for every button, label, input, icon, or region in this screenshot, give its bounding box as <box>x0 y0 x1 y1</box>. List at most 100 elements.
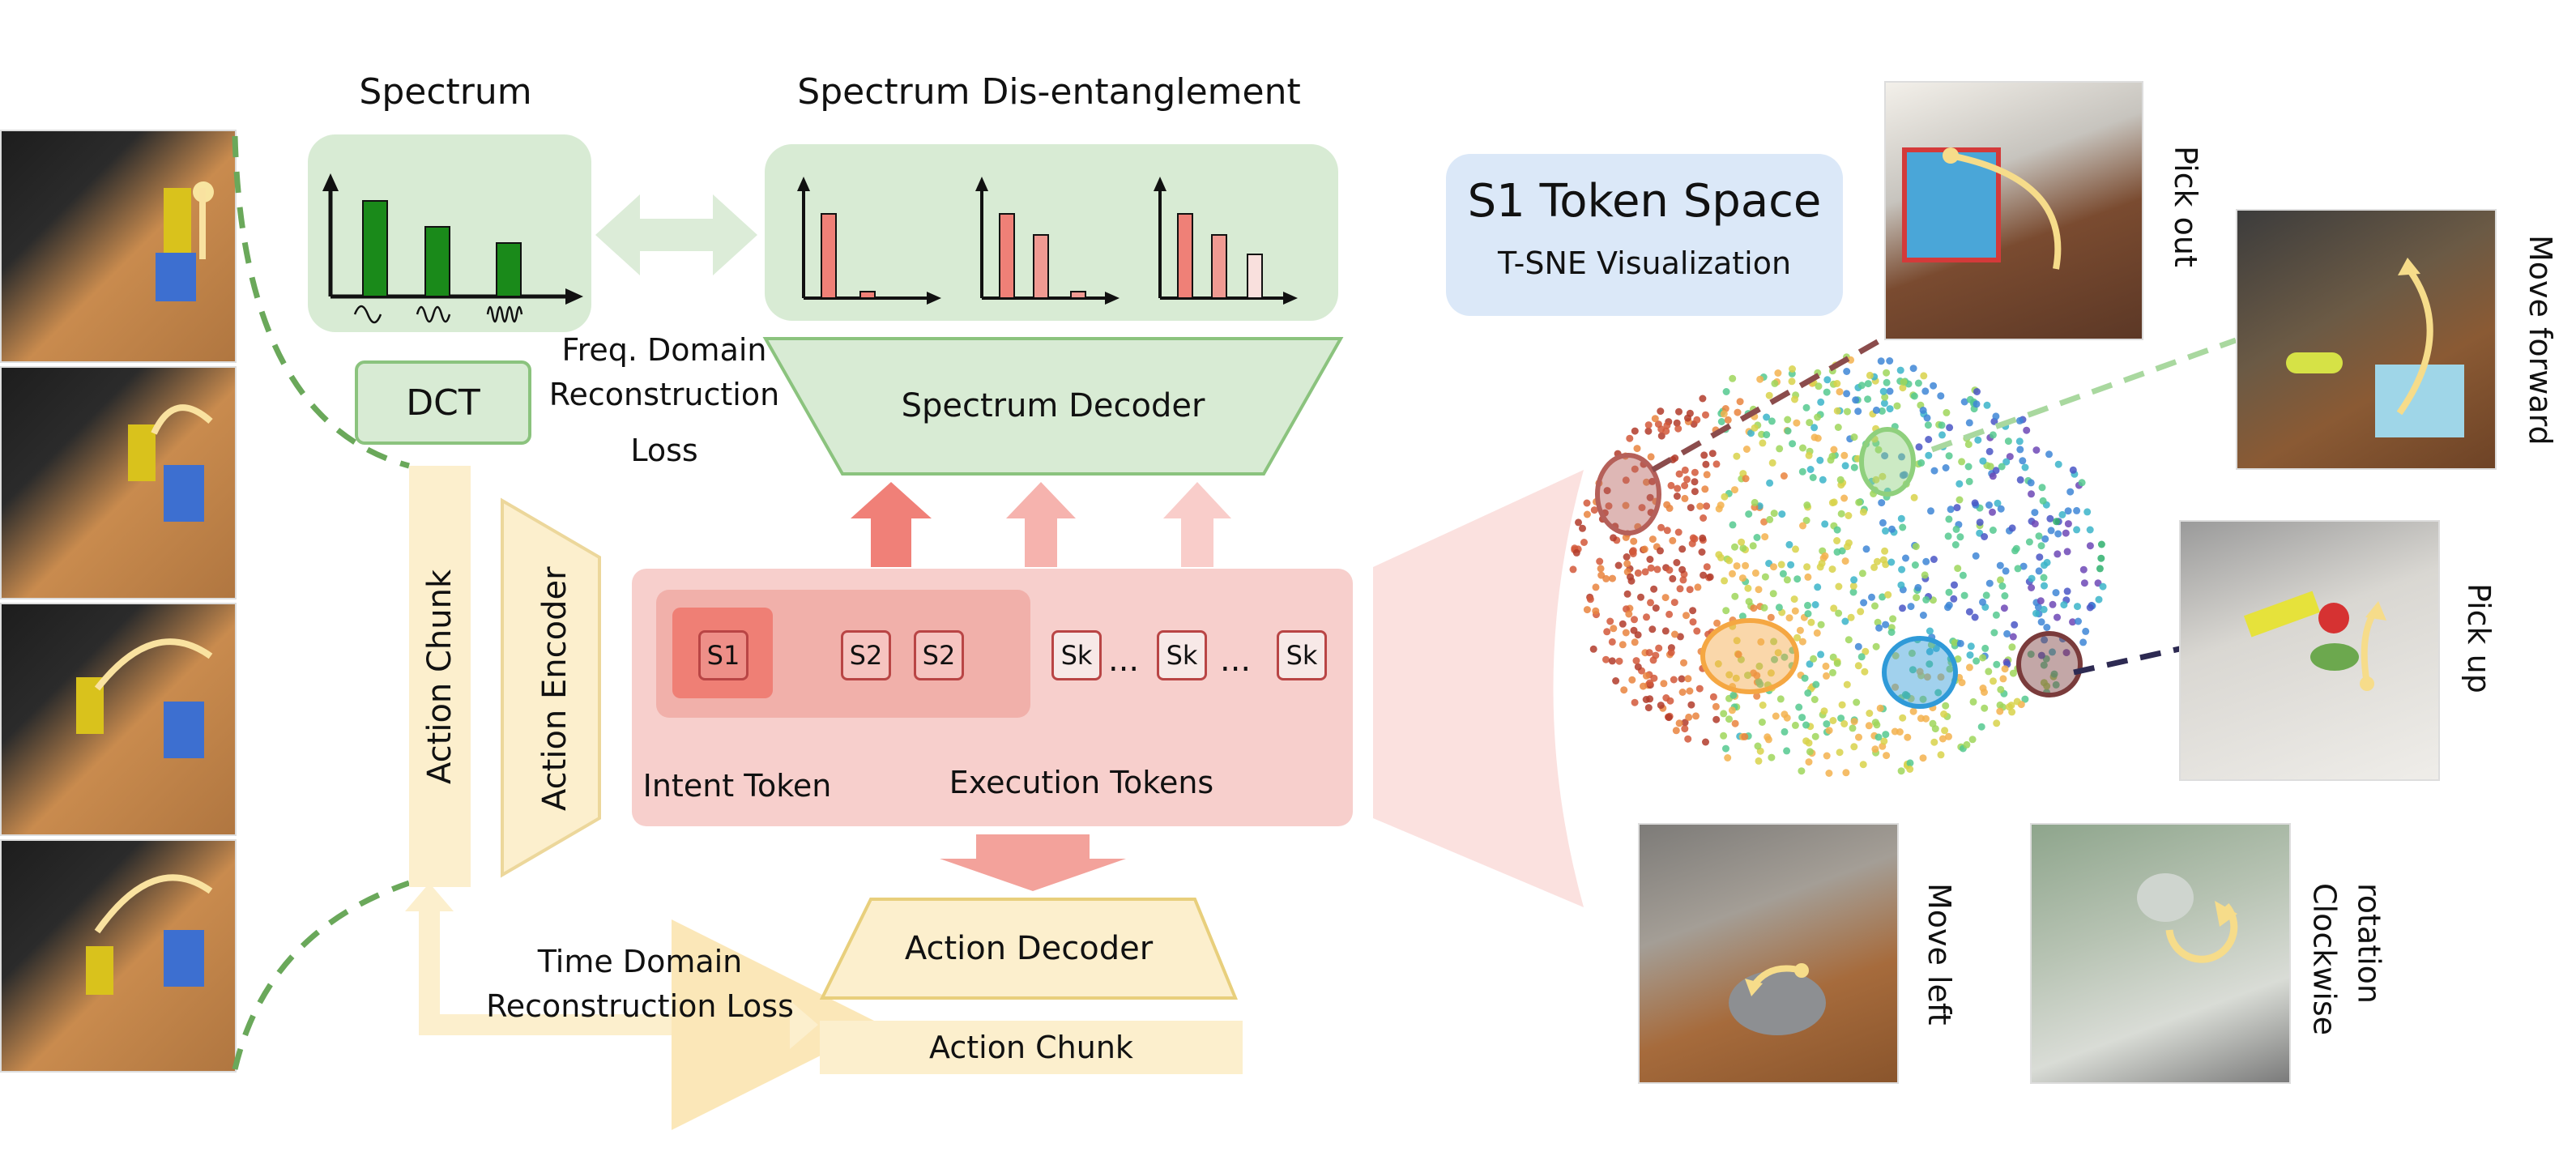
photo-clockwise <box>2030 823 2291 1084</box>
tsne-point <box>2019 562 2028 570</box>
robot-frame-2 <box>0 366 237 599</box>
tsne-point <box>1899 523 1907 531</box>
tsne-point <box>2052 680 2060 689</box>
tsne-point <box>1757 638 1765 646</box>
disentangle-bar <box>1177 213 1193 299</box>
spectrum-chart <box>322 173 583 324</box>
tsne-point <box>1882 527 1889 535</box>
tsne-point <box>1781 653 1789 661</box>
tsne-point <box>1862 647 1870 655</box>
tsne-point <box>1811 601 1819 608</box>
tsne-point <box>2000 604 2008 612</box>
tsne-point <box>1999 675 2007 683</box>
dct-label: DCT <box>406 382 480 424</box>
tsne-point <box>2016 476 2024 484</box>
tsne-point <box>1663 527 1671 535</box>
tsne-point <box>1712 715 1721 723</box>
tsne-point <box>1938 431 1946 439</box>
tsne-point <box>1990 677 1997 685</box>
tsne-point <box>1913 594 1921 602</box>
tsne-point <box>1623 560 1631 568</box>
tsne-point <box>1881 393 1889 401</box>
tsne-point <box>1647 599 1654 607</box>
tsne-point <box>1798 714 1806 722</box>
tsne-point <box>1642 672 1650 680</box>
tsne-point <box>1926 627 1934 635</box>
tsne-point <box>2034 603 2042 611</box>
tsne-point <box>1864 395 1872 403</box>
tsne-point <box>1872 476 1880 484</box>
tsne-point <box>1865 722 1873 730</box>
tsne-point <box>1845 636 1853 644</box>
tsne-point <box>1951 581 1958 589</box>
tsne-point <box>1899 384 1907 392</box>
tsne-point <box>1650 585 1658 593</box>
tsne-point <box>1703 502 1711 510</box>
cluster-move-forward <box>1859 427 1916 497</box>
tsne-point <box>1879 593 1887 601</box>
tsne-point <box>2035 567 2043 575</box>
tsne-point <box>1768 417 1776 425</box>
blue-block <box>156 253 196 301</box>
tsne-point <box>1791 721 1799 729</box>
tsne-point <box>1657 432 1665 440</box>
tsne-point <box>1781 727 1789 736</box>
tsne-point <box>1972 552 1980 560</box>
tsne-point <box>1927 507 1934 515</box>
tsne-point <box>1989 431 1997 439</box>
tsne-point <box>1875 624 1883 632</box>
tsne-point <box>1819 476 1827 484</box>
tsne-point <box>1945 732 1952 740</box>
tsne-point <box>1850 433 1858 441</box>
tsne-point <box>1669 536 1677 544</box>
link-pick-out <box>1651 333 1889 473</box>
tsne-point <box>1844 543 1851 551</box>
tsne-point <box>1647 453 1655 461</box>
tsne-point <box>1602 655 1610 663</box>
tsne-point <box>1937 751 1945 759</box>
tsne-point <box>1614 561 1623 569</box>
robot-frame-strip <box>0 130 237 1073</box>
tsne-point <box>1854 407 1862 416</box>
tsne-point <box>1850 718 1858 726</box>
tsne-point <box>1897 581 1905 589</box>
tsne-point <box>1922 595 1930 604</box>
tsne-point <box>1973 400 1981 408</box>
tsne-point <box>1623 590 1631 598</box>
tsne-point <box>1745 510 1753 518</box>
tsne-point <box>2025 538 2033 546</box>
tsne-point <box>1955 496 1964 504</box>
action-encoder-shape <box>501 497 601 878</box>
tsne-point <box>1791 395 1798 403</box>
tsne-point <box>1608 638 1616 646</box>
tsne-point <box>1926 647 1934 655</box>
action-decoder-shape <box>819 898 1238 1000</box>
tsne-point <box>1840 494 1849 502</box>
tsne-point <box>2052 589 2060 597</box>
tsne-point <box>1941 727 1949 735</box>
tsne-point <box>1729 569 1736 578</box>
tsne-point <box>1768 459 1776 467</box>
tsne-point <box>1675 719 1683 727</box>
spectrum-decoder-shape <box>762 337 1344 476</box>
tsne-point <box>1675 470 1683 478</box>
tsne-point <box>1833 380 1841 387</box>
tsne-point <box>1886 357 1894 365</box>
tsne-point <box>1731 719 1739 727</box>
tsne-point <box>1947 505 1955 514</box>
disentangle-panel <box>765 144 1338 321</box>
tsne-point <box>1678 675 1686 683</box>
up-arrow-3 <box>1163 482 1231 567</box>
token-sk: Sk <box>1157 630 1207 680</box>
tsne-point <box>1615 657 1623 665</box>
tsne-point <box>1633 445 1641 453</box>
tsne-point <box>1713 619 1721 627</box>
tsne-point <box>1919 612 1927 619</box>
tsne-point <box>1755 586 1763 594</box>
down-arrow <box>940 834 1126 891</box>
tsne-point <box>1838 547 1846 555</box>
tsne-point <box>1725 557 1734 565</box>
tsne-point <box>1790 595 1798 604</box>
tsne-point <box>1724 416 1732 424</box>
tsne-point <box>1934 689 1943 697</box>
